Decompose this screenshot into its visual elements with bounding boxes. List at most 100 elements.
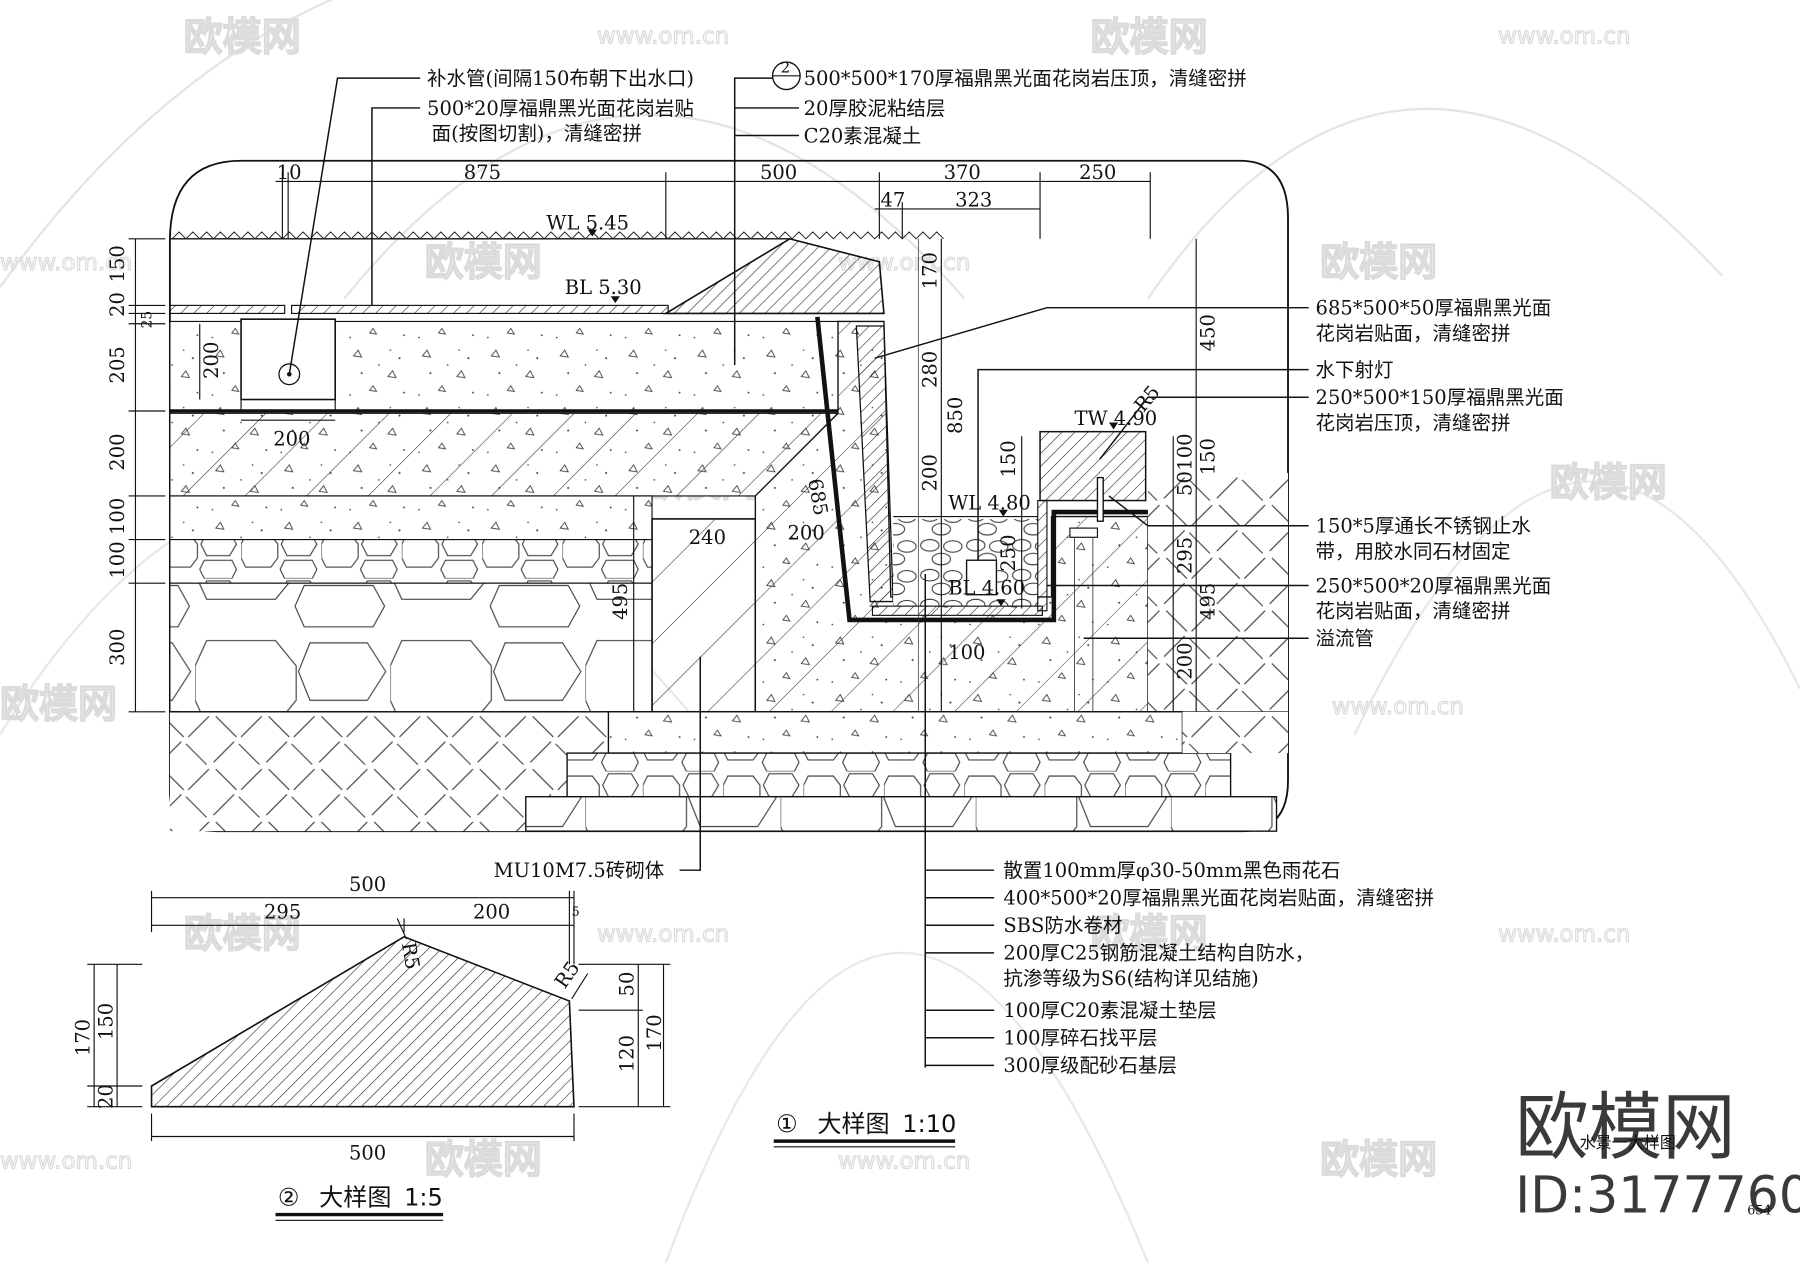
watermark-url: www.om.cn — [1498, 24, 1630, 50]
granite-paving-left — [169, 304, 286, 314]
callout-crushed-stone: 100厚碎石找平层 — [1003, 1027, 1157, 1050]
callout-cladding-250-l2: 花岗岩贴面，清缝密拼 — [1316, 600, 1511, 623]
dim-10: 10 — [277, 161, 302, 184]
dim-100a: 100 — [106, 498, 129, 535]
callout-cladding-250-l1: 250*500*20厚福鼎黑光面 — [1316, 574, 1552, 597]
watermark-brand: 欧模网 — [1320, 1138, 1437, 1183]
callout-c25-l1: 200厚C25钢筋混凝土结构自防水， — [1003, 942, 1314, 965]
rc-slab — [169, 412, 839, 497]
d2-dim-170-right: 170 — [643, 1014, 666, 1051]
watermark-brand: 欧模网 — [1091, 912, 1208, 957]
dim-150: 150 — [106, 245, 129, 282]
dim-170: 170 — [919, 252, 942, 289]
dim-100-bottom: 100 — [948, 641, 985, 664]
d2-dim-170-left: 170 — [72, 1019, 95, 1056]
dim-50: 50 — [1174, 471, 1197, 496]
d2-dim-500-bottom: 500 — [349, 1141, 386, 1164]
callout-waterstop-l2: 带，用胶水同石材固定 — [1316, 540, 1511, 563]
brand-logo-text: 欧模网 — [1515, 1086, 1735, 1171]
dim-200: 200 — [106, 433, 129, 470]
granite-coping-250 — [1039, 430, 1147, 502]
sbs-waterproof-line — [815, 316, 1148, 623]
dim-875: 875 — [464, 161, 501, 184]
water-surface: WL 5.45 — [169, 212, 944, 240]
stainless-waterstop — [1096, 476, 1104, 522]
c20-cushion — [169, 495, 653, 541]
detail-2-scale: 1:5 — [404, 1183, 443, 1211]
detail-1-section: WL 5.45 BL 5.30 — [106, 58, 1564, 1148]
callout-cladding-685-l2: 花岗岩贴面，清缝密拼 — [1316, 322, 1511, 345]
watermark-brand: 欧模网 — [0, 683, 117, 728]
watermark-url: www.om.cn — [838, 1149, 970, 1175]
dim-300: 300 — [106, 629, 129, 666]
coping-stone — [662, 237, 885, 315]
granite-paving-main — [291, 304, 669, 314]
detail-1-title: 大样图 — [817, 1110, 889, 1138]
callout-coping-250-l1: 250*500*150厚福鼎黑光面 — [1316, 386, 1564, 409]
dim-200-right: 200 — [1174, 642, 1197, 679]
graded-gravel-bottom — [525, 796, 1278, 832]
watermark-url: www.om.cn — [597, 921, 729, 947]
dim-205: 205 — [106, 346, 129, 383]
dim-500: 500 — [760, 161, 797, 184]
dim-450: 450 — [1197, 314, 1220, 351]
watermark-url: www.om.cn — [597, 24, 729, 50]
d2-dim-120: 120 — [616, 1035, 639, 1072]
d2-dim-295: 295 — [264, 900, 301, 923]
watermark-url: www.om.cn — [0, 250, 132, 276]
dim-pit-depth: 200 — [200, 342, 223, 379]
makeup-water-pit — [240, 318, 337, 401]
granite-floor-400 — [871, 605, 1043, 616]
callout-cladding-685-l1: 685*500*50厚福鼎黑光面 — [1316, 297, 1552, 320]
dim-pit-width: 200 — [273, 427, 310, 450]
callout-paving-line1: 500*20厚福鼎黑光面花岗岩贴 — [427, 97, 694, 120]
d2-dim-20: 20 — [95, 1084, 118, 1109]
brick-wall — [651, 518, 757, 713]
callout-floor-granite: 400*500*20厚福鼎黑光面花岗岩贴面，清缝密拼 — [1003, 887, 1434, 910]
dim-20: 20 — [106, 292, 129, 317]
d2-dim-5: 5 — [572, 904, 580, 919]
dimensions-left — [128, 238, 166, 713]
detail-2-coping: 500 295 200 5 500 170 150 20 50 120 170 … — [72, 873, 671, 1221]
crushed-stone-layer — [169, 538, 653, 584]
underwater-light-icon — [965, 559, 998, 596]
leader-lines — [288, 77, 1309, 1068]
dim-200-pond: 200 — [919, 454, 942, 491]
callout-sbs: SBS防水卷材 — [1003, 914, 1122, 937]
detail-2-title: 大样图 — [319, 1183, 391, 1211]
d2-dim-50: 50 — [616, 972, 639, 997]
d2-dim-200: 200 — [473, 900, 510, 923]
callout-waterstop-l1: 150*5厚通长不锈钢止水 — [1316, 515, 1531, 538]
callout-overflow-pipe: 溢流管 — [1316, 627, 1375, 650]
dim-240: 240 — [689, 526, 726, 549]
soil-right — [1147, 472, 1289, 715]
watermark-url: www.om.cn — [1332, 694, 1464, 720]
d2-dim-150: 150 — [95, 1003, 118, 1040]
watermark-brand: 欧模网 — [184, 912, 301, 957]
dim-47: 47 — [880, 189, 905, 212]
dim-370: 370 — [944, 161, 981, 184]
dim-280: 280 — [919, 351, 942, 388]
watermark-brand: 欧模网 — [1320, 241, 1437, 286]
dimensions-top — [275, 172, 1151, 239]
level-wl-4-80: WL 4.80 — [948, 492, 1031, 515]
level-bl-4-60: BL 4.60 — [948, 577, 1025, 600]
detail-1-scale: 1:10 — [902, 1110, 956, 1138]
crushed-stone-bottom — [566, 752, 1232, 798]
dim-25: 25 — [140, 311, 156, 329]
dim-295: 295 — [1174, 537, 1197, 574]
detail-ref-number: 2 — [781, 58, 790, 76]
watermark-brand: 欧模网 — [425, 1138, 542, 1183]
model-id: ID:3177760 — [1515, 1165, 1800, 1224]
watermark-brand: 欧模网 — [425, 241, 542, 286]
callout-coping-170: 500*500*170厚福鼎黑光面花岗岩压顶，清缝密拼 — [804, 67, 1247, 90]
callout-makeup-pipe: 补水管(间隔150布朝下出水口) — [427, 67, 694, 90]
coping-profile — [150, 935, 575, 1108]
callout-coping-250-l2: 花岗岩压顶，清缝密拼 — [1316, 411, 1511, 434]
callout-c20: C20素混凝土 — [804, 124, 922, 147]
watermark-url: www.om.cn — [0, 1149, 132, 1175]
watermark-url: www.om.cn — [1498, 921, 1630, 947]
dim-100b: 100 — [106, 541, 129, 578]
dim-495: 495 — [609, 583, 632, 620]
